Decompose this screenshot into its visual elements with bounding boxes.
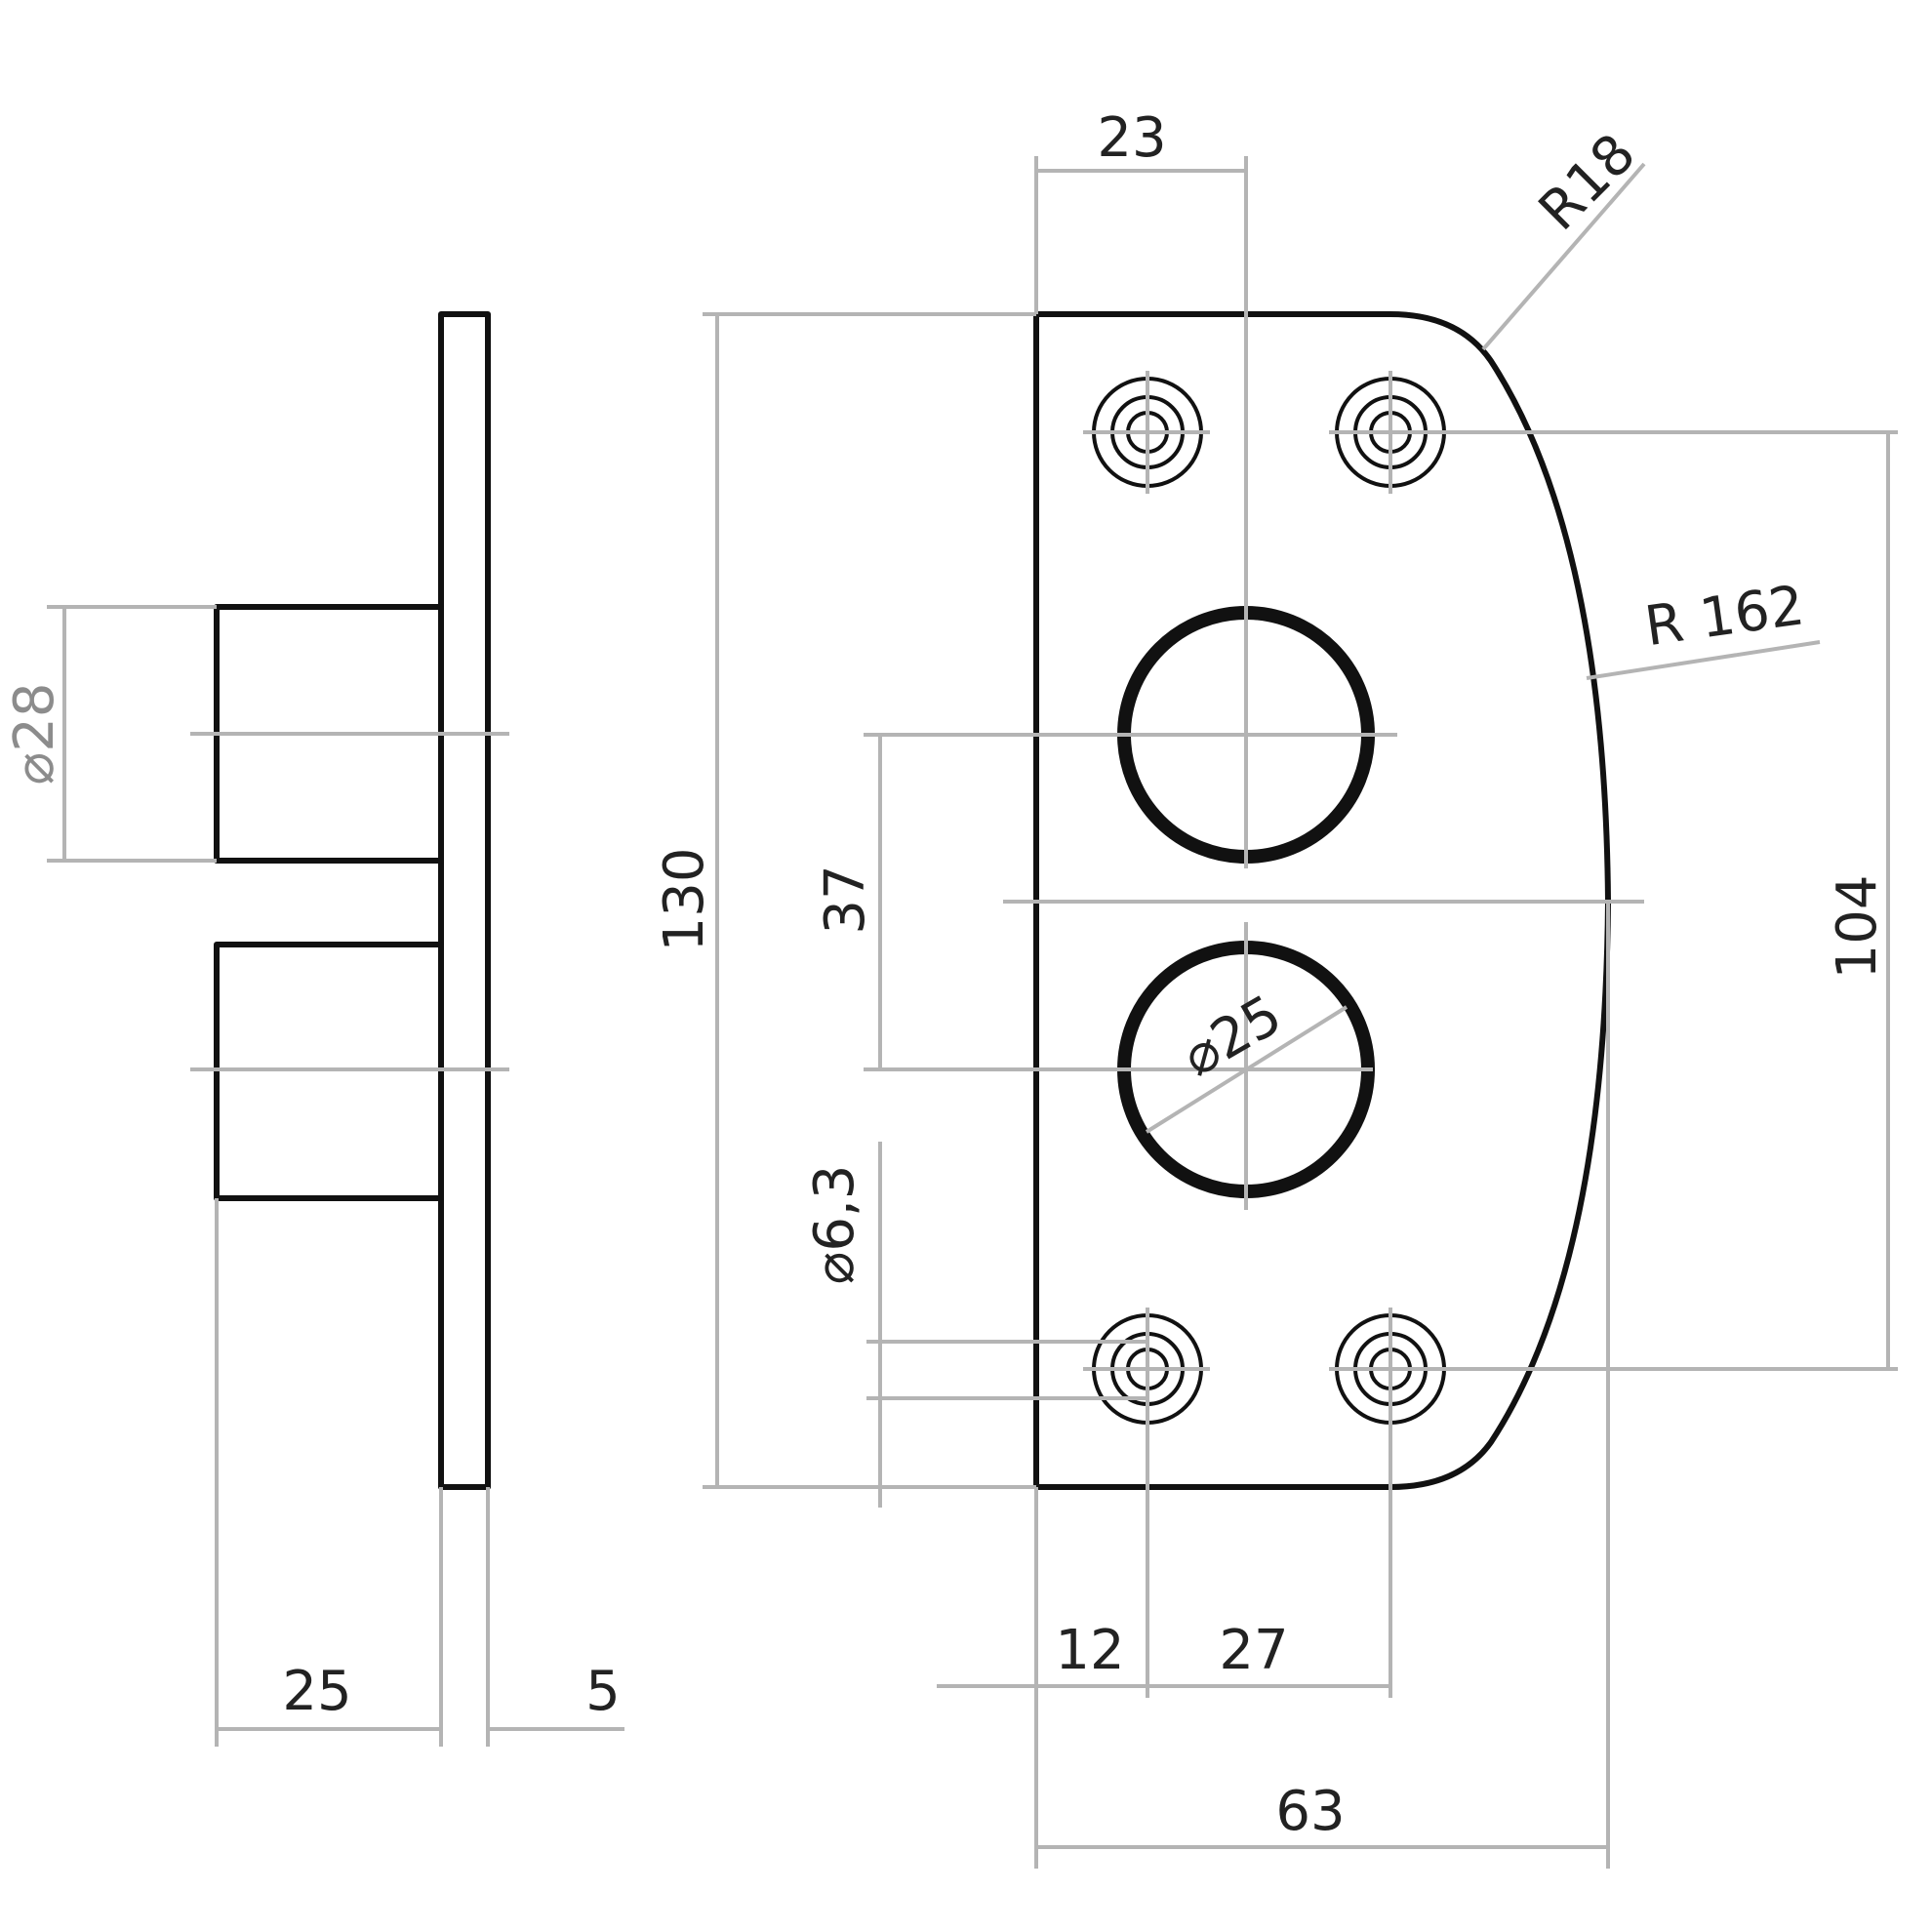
dim-screw-spacing-y: 104 [1454, 430, 1898, 1371]
dim-screw-offsets: 12 27 [937, 1487, 1390, 1869]
screw-diameter-label: ⌀6,3 [803, 1165, 866, 1285]
dim-center-offset-top: 23 [1034, 106, 1246, 314]
hole-diameter-label: ⌀25 [1172, 984, 1292, 1090]
side-view [190, 311, 509, 1490]
dim-width-total: 63 [1036, 902, 1610, 1869]
plate-thickness-label: 5 [585, 1660, 621, 1723]
hole-spacing-label: 37 [814, 865, 877, 934]
dim-screw-diameter: ⌀6,3 [803, 1142, 1147, 1508]
dim-hole-spacing: 37 [814, 733, 1110, 1071]
screw-spacing-x-label: 27 [1219, 1619, 1288, 1682]
dim-edge-radius: R 162 [1586, 574, 1821, 680]
screw-spacing-y-label: 104 [1826, 875, 1889, 980]
side-plate [438, 311, 491, 1490]
side-diameter-label: ⌀28 [3, 683, 66, 785]
front-view [1003, 156, 1644, 1698]
dim-side-diameter: ⌀28 [3, 605, 217, 863]
dim-side-bottom: 25 5 [215, 1198, 624, 1747]
screw-offset-x-label: 12 [1055, 1619, 1124, 1682]
dim-corner-radius: R18 [1481, 122, 1648, 351]
corner-radius-label: R18 [1527, 122, 1648, 243]
side-depth-label: 25 [282, 1660, 351, 1723]
dim-height-total: 130 [653, 312, 1036, 1489]
height-total-label: 130 [653, 848, 716, 952]
center-offset-top-label: 23 [1097, 106, 1166, 170]
width-total-label: 63 [1275, 1780, 1345, 1843]
